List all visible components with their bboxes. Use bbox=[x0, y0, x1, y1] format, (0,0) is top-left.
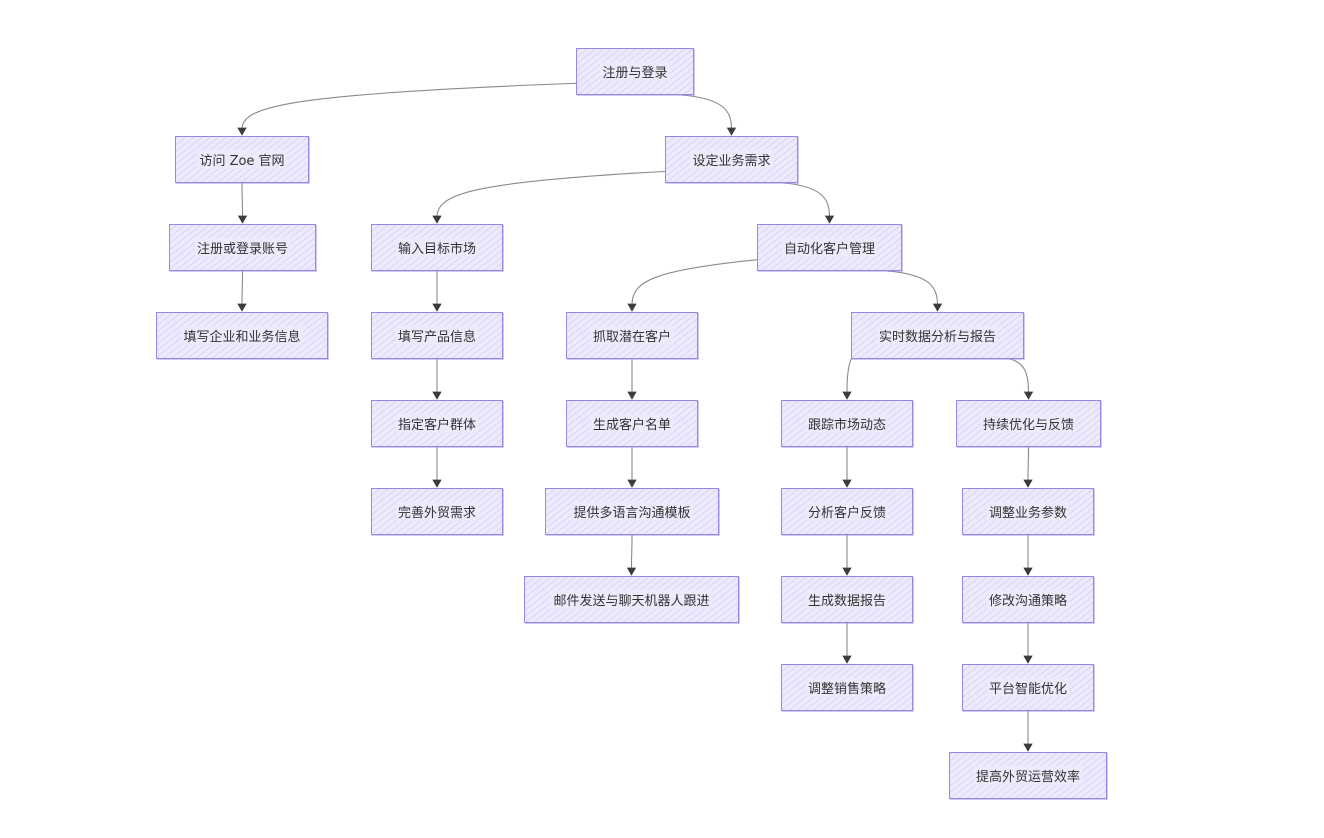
node-label: 提高外贸运营效率 bbox=[973, 766, 1082, 785]
edge-visit-site-to-signup-account bbox=[241, 182, 244, 218]
node-target-group[interactable]: 指定客户群体 bbox=[371, 400, 503, 447]
node-label: 输入目标市场 bbox=[395, 238, 478, 257]
node-label: 指定客户群体 bbox=[395, 414, 478, 433]
arrowhead-improve-efficiency bbox=[1023, 743, 1033, 752]
arrowhead-realtime-analysis bbox=[932, 303, 943, 312]
arrowhead-refine-trade bbox=[432, 479, 442, 488]
node-realtime-analysis[interactable]: 实时数据分析与报告 bbox=[851, 312, 1024, 359]
arrowhead-adjust-params bbox=[1023, 479, 1033, 488]
arrowhead-email-chatbot bbox=[626, 567, 637, 576]
node-label: 填写企业和业务信息 bbox=[181, 326, 303, 345]
node-label: 持续优化与反馈 bbox=[980, 414, 1076, 433]
node-label: 访问 Zoe 官网 bbox=[197, 150, 287, 169]
node-optimize-feedback[interactable]: 持续优化与反馈 bbox=[956, 400, 1101, 447]
node-platform-ai[interactable]: 平台智能优化 bbox=[962, 664, 1094, 711]
arrowhead-gen-report bbox=[842, 567, 852, 576]
node-gen-list[interactable]: 生成客户名单 bbox=[566, 400, 698, 447]
node-label: 完善外贸需求 bbox=[395, 502, 478, 521]
node-track-market[interactable]: 跟踪市场动态 bbox=[781, 400, 913, 447]
node-email-chatbot[interactable]: 邮件发送与聊天机器人跟进 bbox=[524, 576, 739, 623]
node-label: 抓取潜在客户 bbox=[590, 326, 673, 345]
node-label: 调整业务参数 bbox=[986, 502, 1069, 521]
arrowhead-modify-strategy bbox=[1023, 567, 1033, 576]
node-label: 自动化客户管理 bbox=[781, 238, 877, 257]
node-fill-company-info[interactable]: 填写企业和业务信息 bbox=[156, 312, 328, 359]
arrowhead-auto-crm bbox=[824, 215, 835, 224]
node-register-login[interactable]: 注册与登录 bbox=[576, 48, 694, 95]
edge-optimize-feedback-to-adjust-params bbox=[1027, 446, 1030, 482]
arrowhead-target-group bbox=[432, 391, 442, 400]
node-label: 分析客户反馈 bbox=[805, 502, 888, 521]
node-label: 填写产品信息 bbox=[395, 326, 478, 345]
arrowhead-multilang-templates bbox=[627, 479, 637, 488]
node-signup-account[interactable]: 注册或登录账号 bbox=[169, 224, 316, 271]
arrowhead-track-market bbox=[842, 391, 852, 400]
arrowhead-analyze-feedback bbox=[842, 479, 852, 488]
edge-multilang-templates-to-email-chatbot bbox=[630, 534, 633, 570]
edge-realtime-analysis-to-optimize-feedback bbox=[1009, 358, 1030, 394]
edge-register-login-to-visit-site bbox=[241, 82, 585, 130]
arrowhead-gen-list bbox=[627, 391, 637, 400]
arrowhead-input-market bbox=[432, 215, 442, 224]
edge-register-login-to-set-needs bbox=[682, 94, 733, 130]
node-gen-report[interactable]: 生成数据报告 bbox=[781, 576, 913, 623]
node-label: 实时数据分析与报告 bbox=[876, 326, 998, 345]
arrowhead-platform-ai bbox=[1023, 655, 1033, 664]
arrowhead-optimize-feedback bbox=[1023, 391, 1034, 400]
node-set-needs[interactable]: 设定业务需求 bbox=[665, 136, 798, 183]
arrowhead-signup-account bbox=[237, 215, 248, 224]
node-capture-leads[interactable]: 抓取潜在客户 bbox=[566, 312, 698, 359]
node-label: 平台智能优化 bbox=[986, 678, 1069, 697]
arrowhead-capture-leads bbox=[627, 303, 637, 312]
arrowhead-fill-product bbox=[432, 303, 442, 312]
node-analyze-feedback[interactable]: 分析客户反馈 bbox=[781, 488, 913, 535]
arrowhead-visit-site bbox=[237, 127, 247, 136]
arrowhead-fill-company-info bbox=[237, 303, 247, 312]
node-refine-trade[interactable]: 完善外贸需求 bbox=[371, 488, 503, 535]
edge-set-needs-to-auto-crm bbox=[784, 182, 831, 218]
node-label: 邮件发送与聊天机器人跟进 bbox=[551, 590, 712, 609]
node-label: 注册或登录账号 bbox=[194, 238, 290, 257]
node-visit-site[interactable]: 访问 Zoe 官网 bbox=[175, 136, 309, 183]
node-label: 设定业务需求 bbox=[690, 150, 773, 169]
node-label: 生成数据报告 bbox=[805, 590, 888, 609]
edge-set-needs-to-input-market bbox=[436, 170, 674, 218]
edge-auto-crm-to-capture-leads bbox=[631, 258, 766, 306]
edge-signup-account-to-fill-company-info bbox=[241, 270, 244, 306]
node-label: 调整销售策略 bbox=[805, 678, 888, 697]
node-multilang-templates[interactable]: 提供多语言沟通模板 bbox=[545, 488, 719, 535]
node-modify-strategy[interactable]: 修改沟通策略 bbox=[962, 576, 1094, 623]
node-label: 跟踪市场动态 bbox=[805, 414, 888, 433]
node-adjust-sales[interactable]: 调整销售策略 bbox=[781, 664, 913, 711]
arrowhead-set-needs bbox=[726, 127, 737, 136]
node-label: 修改沟通策略 bbox=[986, 590, 1069, 609]
node-adjust-params[interactable]: 调整业务参数 bbox=[962, 488, 1094, 535]
node-label: 提供多语言沟通模板 bbox=[571, 502, 693, 521]
node-input-market[interactable]: 输入目标市场 bbox=[371, 224, 503, 271]
node-auto-crm[interactable]: 自动化客户管理 bbox=[757, 224, 902, 271]
node-label: 注册与登录 bbox=[600, 62, 670, 81]
arrowhead-adjust-sales bbox=[842, 655, 852, 664]
node-fill-product[interactable]: 填写产品信息 bbox=[371, 312, 503, 359]
node-improve-efficiency[interactable]: 提高外贸运营效率 bbox=[949, 752, 1107, 799]
node-label: 生成客户名单 bbox=[590, 414, 673, 433]
edge-auto-crm-to-realtime-analysis bbox=[887, 270, 939, 306]
